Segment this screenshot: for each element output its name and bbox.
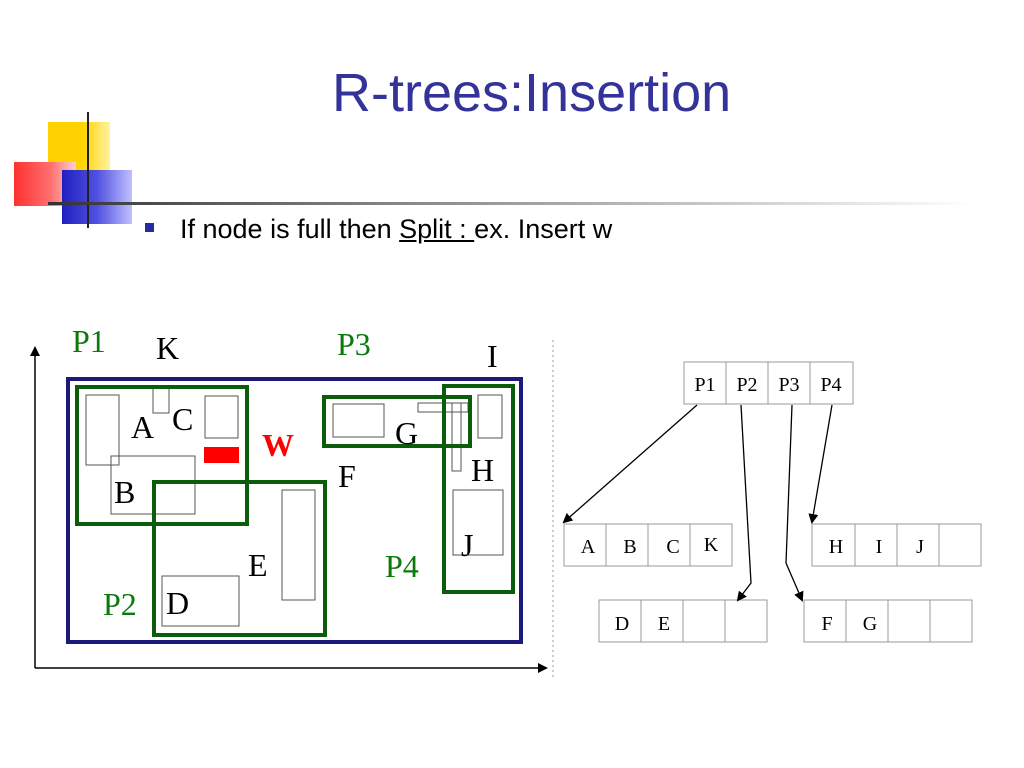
rect-e [281, 489, 316, 601]
bullet-item: If node is full then Split : ex. Insert … [145, 214, 612, 245]
region-p1 [75, 385, 249, 526]
bullet-text-suffix: ex. Insert w [474, 214, 613, 244]
leaf-p2-entry-1: E [658, 613, 670, 635]
label-j: J [461, 527, 473, 563]
deco-blue-square [62, 170, 132, 224]
tree-leaf-p1 [563, 523, 733, 567]
pointer-p1 [562, 404, 698, 524]
leaf-p1-entry-2: C [666, 536, 679, 558]
deco-vertical-line [87, 112, 89, 228]
rect-c [204, 395, 239, 439]
label-a: A [131, 409, 154, 445]
leaf-p2-entry-0: D [615, 613, 629, 635]
slide-title: R-trees:Insertion [332, 63, 732, 123]
rect-i [477, 394, 503, 439]
split-link[interactable]: Split : [399, 214, 475, 244]
rect-j [452, 489, 504, 556]
leaf-p1-entry-1: B [623, 536, 636, 558]
leaf-p4-entry-1: I [876, 536, 883, 558]
rect-g-vertical [451, 402, 462, 472]
label-p4: P4 [385, 548, 419, 584]
label-d: D [166, 585, 189, 621]
root-entry-p1: P1 [694, 374, 715, 396]
rect-c-small [152, 385, 170, 414]
pointer-p3 [785, 404, 804, 602]
label-h: H [471, 452, 494, 488]
label-g: G [395, 415, 418, 451]
tree-root-node [683, 361, 854, 405]
rect-f [332, 403, 385, 438]
leaf-p1-entry-0: A [581, 536, 596, 558]
rect-d [161, 575, 240, 627]
label-b: B [114, 474, 135, 510]
pointer-p4 [808, 404, 833, 524]
label-k: K [156, 330, 179, 366]
root-entry-p3: P3 [778, 374, 799, 396]
leaf-p1-entry-3: K [704, 534, 719, 556]
deco-horizontal-line [48, 202, 978, 205]
label-c: C [172, 401, 193, 437]
label-i: I [487, 338, 498, 374]
leaf-p3-entry-1: G [863, 613, 877, 635]
region-p3 [322, 395, 472, 448]
region-p4 [442, 384, 515, 594]
label-p3: P3 [337, 326, 371, 362]
label-e: E [248, 547, 268, 583]
root-entry-p2: P2 [736, 374, 757, 396]
rect-a [85, 394, 120, 466]
new-entry-w-rect [204, 447, 239, 463]
leaf-p4-entry-2: J [916, 536, 924, 558]
root-entry-p4: P4 [820, 374, 841, 396]
pointer-p2 [736, 404, 752, 602]
label-f: F [338, 458, 356, 494]
bullet-square-icon [145, 223, 154, 233]
tree-leaf-p3 [803, 599, 973, 643]
tree-leaf-p4 [811, 523, 982, 567]
root-bounding-box [66, 377, 523, 644]
bullet-text-prefix: If node is full then [180, 214, 400, 244]
leaf-p4-entry-0: H [829, 536, 843, 558]
label-p2: P2 [103, 586, 137, 622]
label-p1: P1 [72, 323, 106, 359]
leaf-p3-entry-0: F [821, 613, 832, 635]
tree-leaf-p2 [598, 599, 768, 643]
label-w: W [262, 427, 294, 463]
region-p2 [152, 480, 327, 637]
